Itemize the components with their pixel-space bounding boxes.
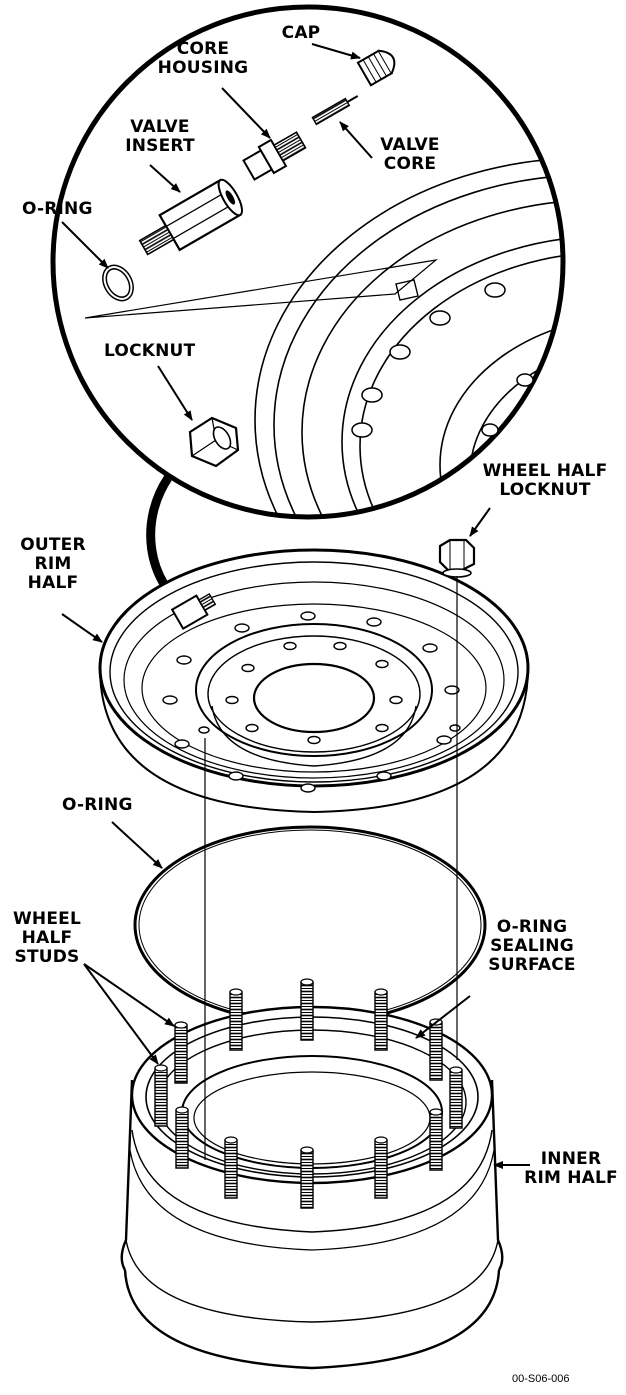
label-inner-rim-half: INNER RIM HALF <box>524 1149 618 1188</box>
valve-insert-leader <box>150 165 181 192</box>
wheel-half-locknut <box>440 540 474 577</box>
alignment-lines <box>205 576 457 1160</box>
valve-insert <box>134 177 247 265</box>
valve-core-leader <box>340 121 372 158</box>
label-valve-insert: VALVE INSERT <box>125 117 195 156</box>
valve-hole <box>396 280 418 300</box>
outer-rim-half-leader <box>62 614 103 642</box>
stud <box>225 1137 237 1198</box>
core-housing <box>242 127 309 183</box>
label-outer-rim-half: OUTER RIM HALF <box>20 535 86 593</box>
sealing-surface-leader <box>415 996 470 1038</box>
inner-rim-half <box>122 1007 503 1368</box>
stud <box>430 1109 442 1170</box>
valve-detail-callout <box>53 7 626 682</box>
label-cap: CAP <box>281 23 321 43</box>
stud <box>430 1019 442 1080</box>
cap-leader <box>312 44 361 60</box>
locknut-leader <box>158 366 192 421</box>
label-valve-core: VALVE CORE <box>380 135 440 174</box>
label-o-ring: O-RING <box>62 795 133 815</box>
label-core-housing: CORE HOUSING <box>157 39 249 78</box>
wheel-half-locknut-leader <box>470 508 490 537</box>
stud <box>375 989 387 1050</box>
valve-cap <box>358 46 400 85</box>
stud <box>301 1147 313 1208</box>
o-ring-detail-leader <box>62 222 109 269</box>
studs-leader-2 <box>84 964 158 1065</box>
outer-rim-half <box>100 550 528 812</box>
valve-core <box>312 93 359 125</box>
label-wheel-half-studs: WHEEL HALF STUDS <box>12 909 82 967</box>
label-o-ring-detail: O-RING <box>22 199 93 219</box>
figure-code: 00-S06-006 <box>512 1373 570 1385</box>
detail-locknut <box>190 418 238 466</box>
label-wheel-half-locknut: WHEEL HALF LOCKNUT <box>482 461 608 500</box>
stud <box>176 1107 188 1168</box>
stud <box>155 1065 167 1126</box>
wheel-half-studs <box>155 979 462 1208</box>
studs-leader-1 <box>84 964 175 1026</box>
outer-rim-bolt-holes <box>163 612 460 792</box>
stud <box>175 1022 187 1083</box>
label-o-ring-sealing-surface: O-RING SEALING SURFACE <box>488 917 576 975</box>
core-housing-leader <box>222 88 270 139</box>
stud <box>301 979 313 1040</box>
stud <box>230 989 242 1050</box>
detail-bolt-holes <box>352 283 533 437</box>
stud <box>375 1137 387 1198</box>
label-locknut: LOCKNUT <box>104 341 196 361</box>
rim-valve-stem <box>172 590 218 629</box>
stud <box>450 1067 462 1128</box>
detail-circle <box>53 7 563 517</box>
o-ring-leader <box>112 822 163 868</box>
